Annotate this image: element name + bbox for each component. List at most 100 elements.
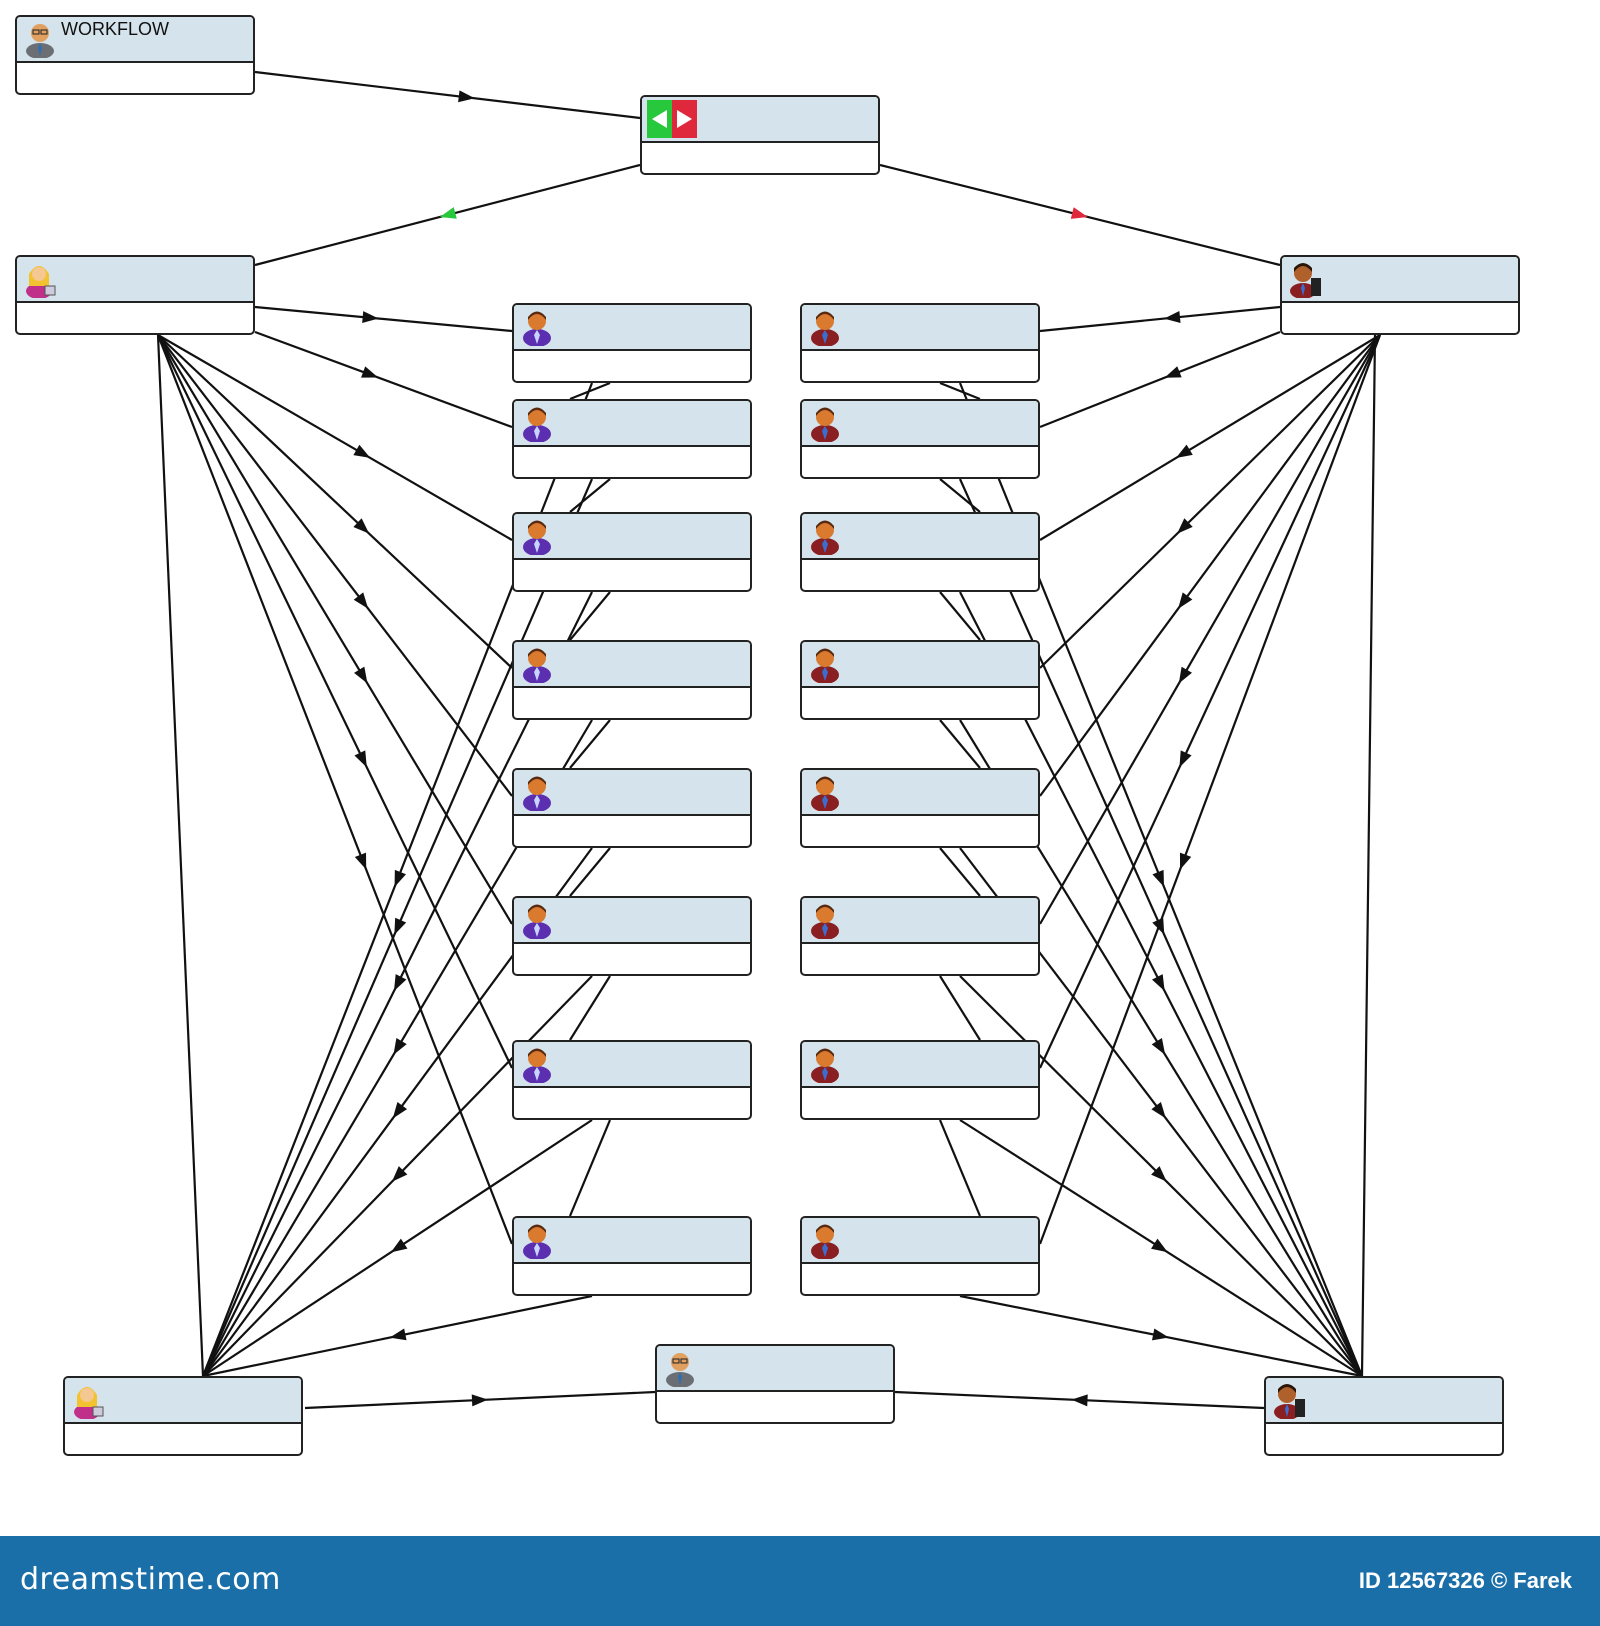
node-end[interactable]	[655, 1344, 895, 1424]
chain-left-7	[568, 1119, 612, 1217]
arrowhead-mgrTR-R6	[1178, 666, 1192, 684]
connector-mgrTR-R8	[1038, 334, 1382, 1245]
node-header	[802, 1218, 1038, 1264]
arrowhead-mgrTL-L8	[354, 852, 367, 870]
arrowhead-mgrTR-R2	[1164, 366, 1182, 378]
female-manager-icon	[23, 260, 57, 299]
connector-mgrTR-R4	[1039, 334, 1381, 669]
arrowhead-mgrTL-L2	[361, 366, 379, 378]
connector-mgrTR-R7	[1039, 334, 1381, 1069]
arrowhead-L6-mgrBL	[391, 1166, 408, 1182]
node-L6[interactable]	[512, 896, 752, 976]
node-R3[interactable]	[800, 512, 1040, 592]
arrowhead-L7-mgrBL	[390, 1238, 408, 1253]
connector-mgrTR-R3	[1039, 334, 1381, 541]
node-R5[interactable]	[800, 768, 1040, 848]
male-manager-icon	[1288, 260, 1322, 299]
red-worker-icon	[808, 404, 842, 443]
chain-right-6	[939, 975, 981, 1041]
arrowhead-L8-mgrBL	[389, 1328, 407, 1341]
node-L4[interactable]	[512, 640, 752, 720]
arrowhead-R4-mgrBR	[1151, 1038, 1166, 1055]
node-header	[514, 305, 750, 351]
node-header	[1282, 257, 1518, 303]
node-start[interactable]: WORKFLOW	[15, 15, 255, 95]
node-header	[657, 1346, 893, 1392]
connector-mgrTL-L5	[157, 334, 513, 797]
node-R4[interactable]	[800, 640, 1040, 720]
node-header	[514, 1218, 750, 1264]
connector-mgrTL-L1	[254, 305, 513, 333]
arrowhead-mgrBL-end	[471, 1394, 488, 1407]
node-mgrTL[interactable]	[15, 255, 255, 335]
node-label: WORKFLOW	[61, 19, 169, 39]
node-R7[interactable]	[800, 1040, 1040, 1120]
node-header	[17, 257, 253, 303]
node-L8[interactable]	[512, 1216, 752, 1296]
node-header	[642, 97, 878, 143]
arrowhead-L3-mgrBL	[393, 974, 407, 992]
arrowhead-mgrTL-L1	[362, 311, 379, 324]
node-L7[interactable]	[512, 1040, 752, 1120]
node-L5[interactable]	[512, 768, 752, 848]
arrowhead-R8-mgrBR	[1151, 1328, 1169, 1341]
node-R6[interactable]	[800, 896, 1040, 976]
male-manager-icon	[1272, 1381, 1306, 1420]
arrowhead-decision-mgrTL	[439, 207, 457, 219]
arrowhead-mgrTR-R8	[1179, 852, 1192, 870]
node-R8[interactable]	[800, 1216, 1040, 1296]
arrowhead-R6-mgrBR	[1151, 1166, 1167, 1182]
node-R2[interactable]	[800, 399, 1040, 479]
arrowhead-mgrTR-R4	[1177, 518, 1193, 534]
connector-mgrTR-R2	[1039, 330, 1281, 429]
node-L3[interactable]	[512, 512, 752, 592]
chain-left-4	[569, 719, 611, 769]
node-decision[interactable]	[640, 95, 880, 175]
red-worker-icon	[808, 517, 842, 556]
chain-left-6	[569, 975, 611, 1041]
node-mgrBR[interactable]	[1264, 1376, 1504, 1456]
connector-mgrTL-mgrBL	[156, 334, 205, 1377]
node-header	[802, 898, 1038, 944]
arrowhead-mgrBR-end	[1071, 1394, 1088, 1407]
connector-mgrTL-L6	[157, 334, 513, 925]
chain-right-5	[939, 847, 981, 897]
workflow-diagram	[156, 70, 1382, 1410]
female-manager-icon	[71, 1381, 105, 1420]
red-worker-icon	[808, 308, 842, 347]
node-mgrTR[interactable]	[1280, 255, 1520, 335]
node-header	[514, 898, 750, 944]
node-header	[514, 401, 750, 447]
purple-worker-icon	[520, 517, 554, 556]
purple-worker-icon	[520, 773, 554, 812]
connector-mgrTR-R6	[1039, 334, 1381, 925]
node-header	[802, 1042, 1038, 1088]
node-R1[interactable]	[800, 303, 1040, 383]
arrowhead-mgrTL-L4	[353, 518, 370, 534]
yes-no-arrows-icon	[647, 100, 697, 138]
purple-worker-icon	[520, 901, 554, 940]
connector-start-decision	[254, 70, 641, 120]
arrowhead-R2-mgrBR	[1152, 917, 1165, 935]
node-header	[802, 642, 1038, 688]
node-L1[interactable]	[512, 303, 752, 383]
connector-mgrTR-R1	[1039, 305, 1281, 333]
connector-mgrTR-mgrBR	[1360, 334, 1377, 1377]
arrowhead-mgrTR-R7	[1179, 750, 1192, 768]
red-worker-icon	[808, 645, 842, 684]
arrowhead-mgrTR-R3	[1175, 444, 1193, 459]
red-worker-icon	[808, 1221, 842, 1260]
node-mgrBL[interactable]	[63, 1376, 303, 1456]
red-worker-icon	[808, 901, 842, 940]
node-header	[802, 770, 1038, 816]
businessman-gray-icon	[23, 20, 57, 59]
node-header	[1266, 1378, 1502, 1424]
arrowhead-L4-mgrBL	[393, 1038, 407, 1055]
node-header	[514, 1042, 750, 1088]
purple-worker-icon	[520, 645, 554, 684]
chain-right-7	[938, 1119, 982, 1217]
node-L2[interactable]	[512, 399, 752, 479]
arrowhead-R1-mgrBR	[1152, 869, 1165, 887]
dreamstime-brand: dreamstime.com	[20, 1562, 281, 1597]
purple-worker-icon	[520, 1221, 554, 1260]
